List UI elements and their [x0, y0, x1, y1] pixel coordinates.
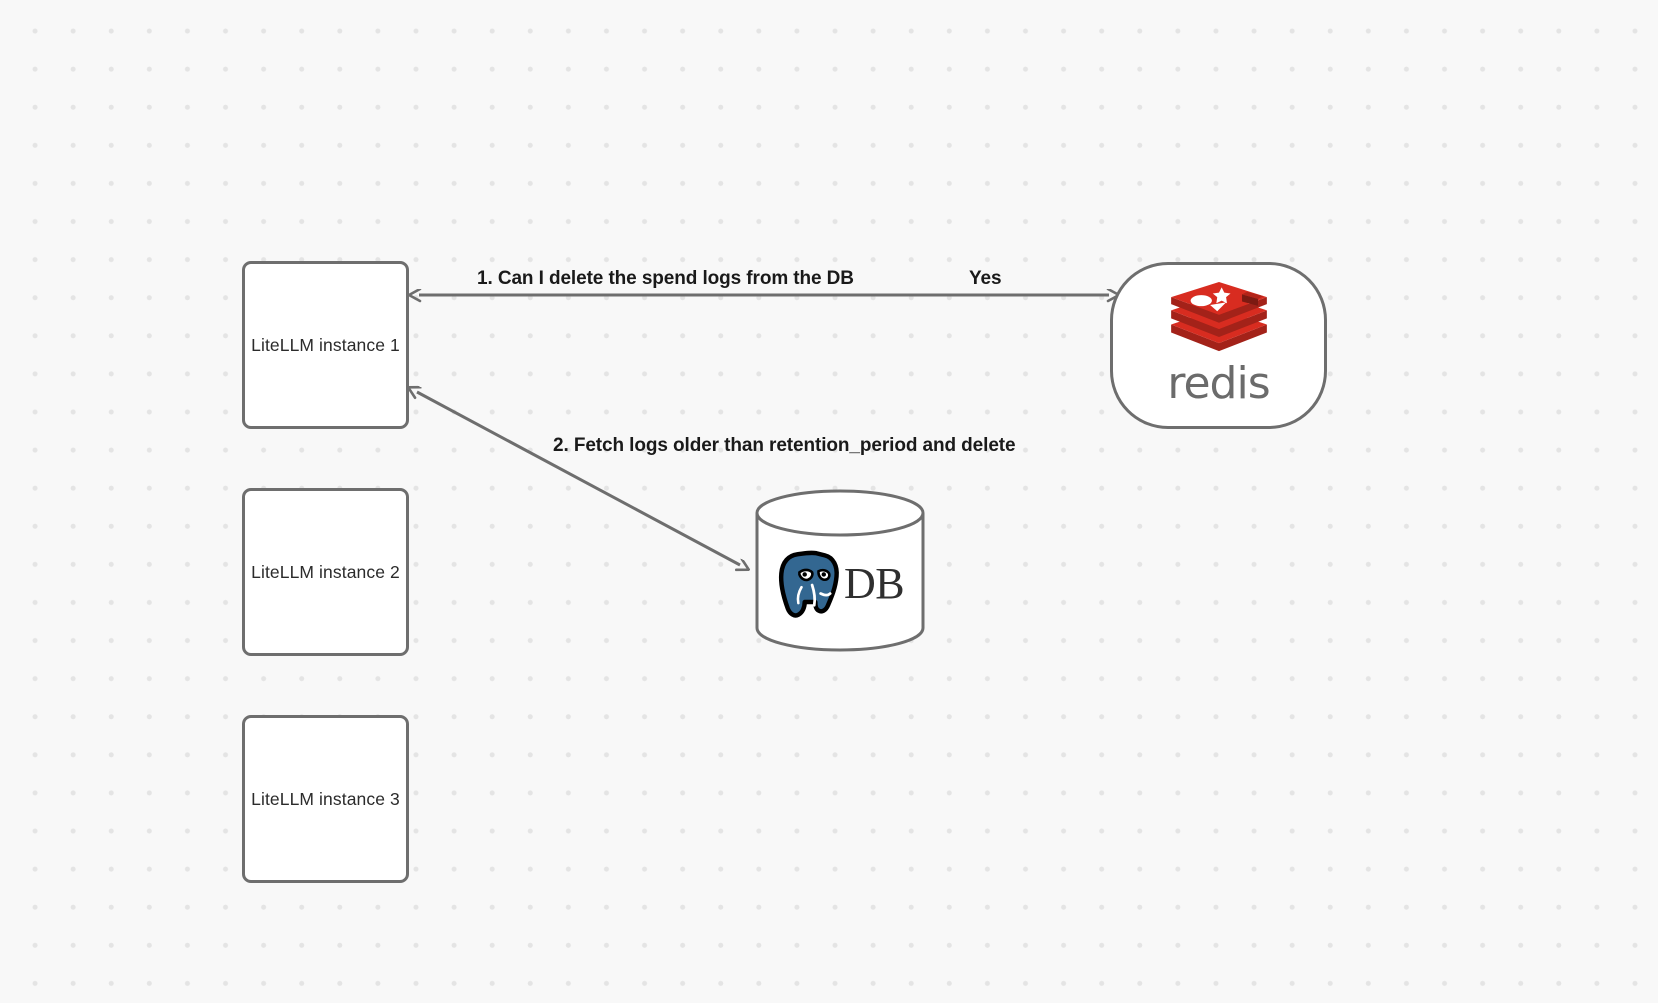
db-label: DB [843, 558, 905, 608]
db-content: DB [754, 489, 926, 652]
node-postgres-db[interactable]: DB [754, 489, 926, 652]
redis-logo-icon [1170, 281, 1267, 351]
node-litellm-instance-2[interactable]: LiteLLM instance 2 [242, 488, 409, 656]
edge-label-2: 2. Fetch logs older than retention_perio… [553, 435, 1016, 456]
edge-label-1: 1. Can I delete the spend logs from the … [477, 268, 854, 289]
edge-label-1-reply: Yes [969, 268, 1002, 289]
postgresql-elephant-icon [778, 550, 839, 618]
node-litellm-instance-1[interactable]: LiteLLM instance 1 [242, 261, 409, 429]
node-label: LiteLLM instance 1 [251, 334, 400, 355]
node-redis[interactable]: redis [1110, 262, 1327, 429]
redis-logo-wrap: redis [1165, 281, 1273, 409]
redis-wordmark: redis [1167, 357, 1270, 409]
edge-litellm1-db [417, 392, 740, 565]
node-label: LiteLLM instance 2 [251, 561, 400, 582]
node-label: LiteLLM instance 3 [251, 788, 400, 809]
node-litellm-instance-3[interactable]: LiteLLM instance 3 [242, 715, 409, 883]
